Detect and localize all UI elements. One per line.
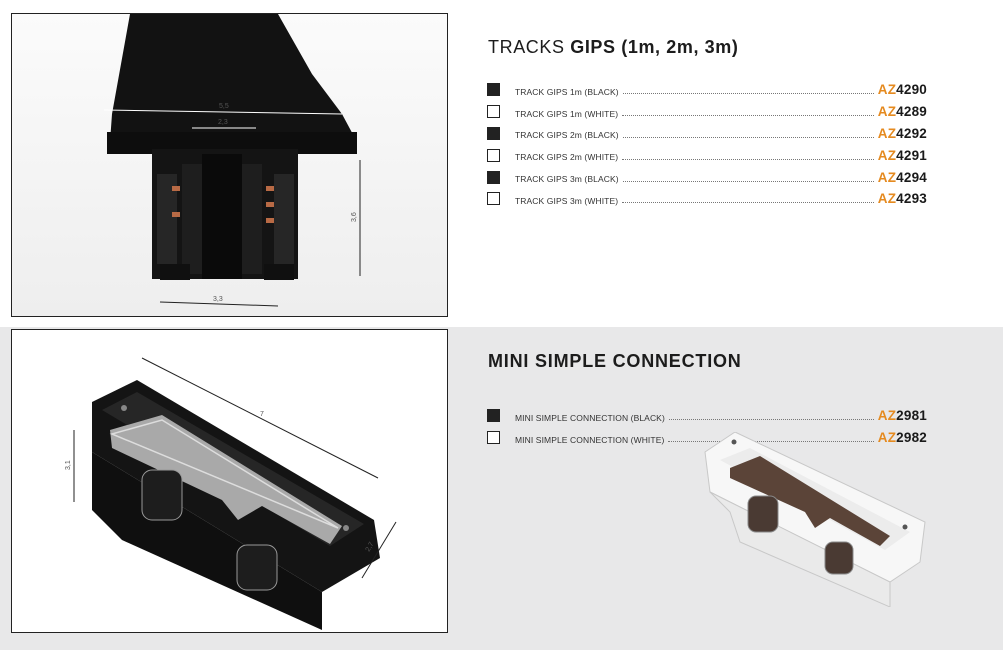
product-label: TRACK GIPS 2m (BLACK): [515, 130, 619, 141]
dimension-bottom-width: 3,3: [213, 296, 223, 303]
product-label: MINI SIMPLE CONNECTION (BLACK): [515, 412, 665, 423]
product-label: TRACK GIPS 3m (WHITE): [515, 195, 619, 206]
dimension-width: 2,7: [365, 541, 376, 553]
product-label: TRACK GIPS 1m (WHITE): [515, 108, 619, 119]
product-row: TRACK GIPS 2m (WHITE) AZ4291: [487, 144, 927, 166]
product-label: TRACK GIPS 3m (BLACK): [515, 174, 619, 185]
product-label: TRACK GIPS 2m (WHITE): [515, 152, 619, 163]
black-swatch-icon: [487, 126, 500, 140]
section-title-tracks-gips: TRACKS GIPS (1m, 2m, 3m): [488, 37, 738, 58]
dimension-top-width: 5,5: [219, 103, 229, 110]
product-row: TRACK GIPS 1m (WHITE) AZ4289: [487, 101, 927, 123]
dot-leader: [668, 441, 874, 443]
black-swatch-icon: [487, 170, 500, 184]
white-swatch-icon: [487, 192, 500, 206]
white-connector-image: [704, 432, 926, 607]
black-swatch-icon: [487, 409, 500, 423]
product-row: MINI SIMPLE CONNECTION (BLACK) AZ2981: [487, 405, 927, 427]
product-row: TRACK GIPS 1m (BLACK) AZ4290: [487, 79, 927, 101]
dot-leader: [668, 419, 874, 421]
connector-illustration: 7 3,1 2,7: [65, 357, 397, 630]
dot-leader: [622, 180, 874, 182]
section-title-mini-simple-connection: MINI SIMPLE CONNECTION: [488, 351, 742, 371]
dimension-length: 7: [260, 411, 264, 418]
product-code: AZ4291: [877, 147, 927, 163]
product-code: AZ4292: [877, 125, 927, 141]
product-code: AZ2982: [877, 430, 927, 446]
product-code: AZ4289: [877, 104, 927, 120]
dot-leader: [622, 93, 874, 95]
dimension-height: 3,6: [351, 212, 358, 222]
black-swatch-icon: [487, 83, 500, 97]
product-code: AZ2981: [877, 408, 927, 424]
title-plain: TRACKS: [488, 37, 571, 57]
product-row: TRACK GIPS 3m (BLACK) AZ4294: [487, 166, 927, 188]
dot-leader: [622, 136, 874, 138]
track-profile-illustration: 5,5 2,3 3,6 3,3: [103, 14, 361, 307]
dimension-height: 3,1: [65, 460, 72, 470]
track-gips-photo: 5,5 2,3 3,6 3,3: [11, 13, 448, 317]
white-swatch-icon: [487, 148, 500, 162]
white-swatch-icon: [487, 105, 500, 119]
product-code: AZ4290: [877, 82, 927, 98]
dot-leader: [622, 115, 874, 117]
mini-simple-connection-product-list: MINI SIMPLE CONNECTION (BLACK) AZ2981 MI…: [487, 405, 927, 449]
title-bold: GIPS (1m, 2m, 3m): [570, 37, 739, 57]
white-swatch-icon: [487, 431, 500, 445]
dot-leader: [622, 158, 874, 160]
tracks-gips-product-list: TRACK GIPS 1m (BLACK) AZ4290 TRACK GIPS …: [487, 79, 927, 210]
product-row: TRACK GIPS 2m (BLACK) AZ4292: [487, 123, 927, 145]
product-row: TRACK GIPS 3m (WHITE) AZ4293: [487, 188, 927, 210]
dot-leader: [622, 202, 874, 204]
product-row: MINI SIMPLE CONNECTION (WHITE) AZ2982: [487, 427, 927, 449]
mini-simple-connection-photo: 7 3,1 2,7: [11, 329, 448, 633]
dimension-inner-width: 2,3: [218, 119, 228, 126]
product-label: MINI SIMPLE CONNECTION (WHITE): [515, 434, 665, 445]
product-code: AZ4294: [877, 169, 927, 185]
product-code: AZ4293: [877, 191, 927, 207]
product-label: TRACK GIPS 1m (BLACK): [515, 86, 619, 97]
